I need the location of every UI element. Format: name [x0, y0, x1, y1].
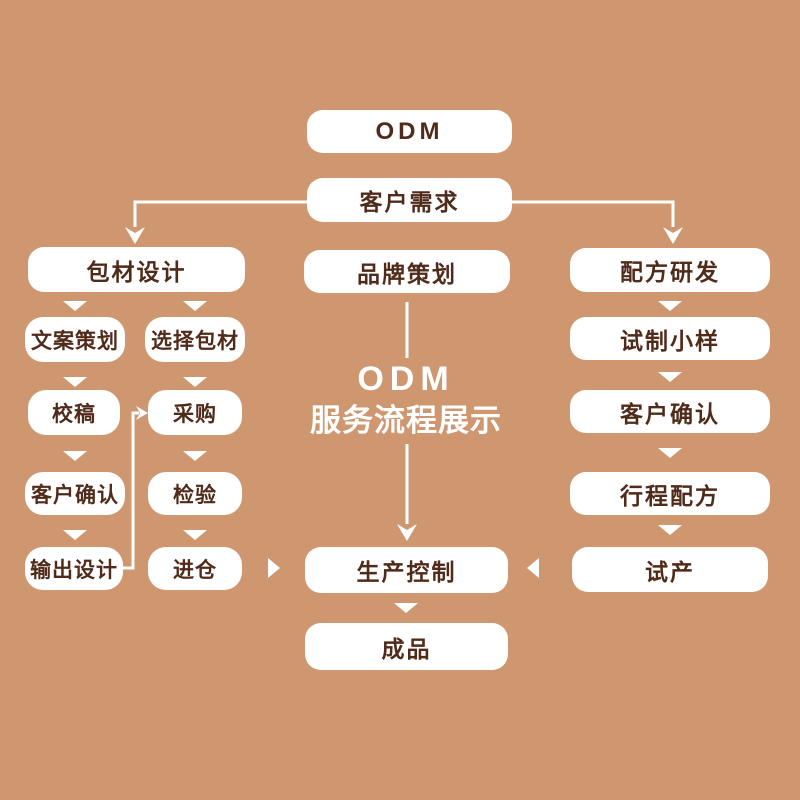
node-select-packaging: 选择包材 — [145, 317, 245, 362]
node-purchase: 采购 — [148, 390, 242, 435]
arrow-down-icon — [658, 372, 682, 382]
node-packaging-design: 包材设计 — [28, 247, 245, 292]
arrow-down-icon — [397, 524, 417, 541]
connector-customer-to-packaging — [133, 200, 307, 227]
arrow-down-icon — [63, 530, 87, 540]
arrow-down-icon — [658, 301, 682, 311]
arrow-down-icon — [63, 377, 87, 387]
node-trial-production: 试产 — [572, 547, 768, 592]
connector-output-to-purchase — [123, 411, 139, 570]
arrow-down-icon — [183, 530, 207, 540]
node-copy-planning: 文案策划 — [25, 317, 125, 362]
node-client-confirm-design: 客户确认 — [25, 472, 125, 515]
arrow-right-icon — [136, 406, 148, 420]
node-process-formula: 行程配方 — [570, 472, 770, 515]
node-brand-planning: 品牌策划 — [304, 250, 510, 293]
arrow-left-icon — [527, 558, 539, 578]
arrow-down-icon — [663, 227, 683, 244]
diagram-title-line2: 服务流程展示 — [310, 402, 502, 438]
arrow-down-icon — [125, 227, 145, 244]
node-customer-needs: 客户需求 — [307, 178, 512, 222]
connector-customer-to-formula — [512, 200, 675, 227]
node-client-confirm-formula: 客户确认 — [570, 390, 770, 433]
arrow-down-icon — [658, 448, 682, 458]
node-formula-rd: 配方研发 — [570, 248, 770, 292]
arrow-down-icon — [183, 451, 207, 461]
node-inspect: 检验 — [148, 472, 242, 515]
arrow-right-icon — [268, 558, 280, 578]
arrow-down-icon — [394, 603, 418, 613]
node-output-design: 输出设计 — [25, 547, 123, 590]
arrow-down-icon — [63, 301, 87, 311]
arrow-down-icon — [183, 301, 207, 311]
node-warehouse: 进仓 — [148, 547, 242, 590]
node-production-control: 生产控制 — [305, 547, 508, 593]
arrow-down-icon — [183, 377, 207, 387]
arrow-down-icon — [63, 451, 87, 461]
diagram-title-line1: ODM — [357, 360, 455, 398]
diagram-title: ODM 服务流程展示 — [256, 359, 556, 439]
node-finished-product: 成品 — [305, 623, 508, 670]
arrow-down-icon — [658, 525, 682, 535]
node-proofread: 校稿 — [28, 390, 120, 435]
node-odm: ODM — [307, 110, 512, 153]
node-sample-trial: 试制小样 — [570, 317, 770, 360]
